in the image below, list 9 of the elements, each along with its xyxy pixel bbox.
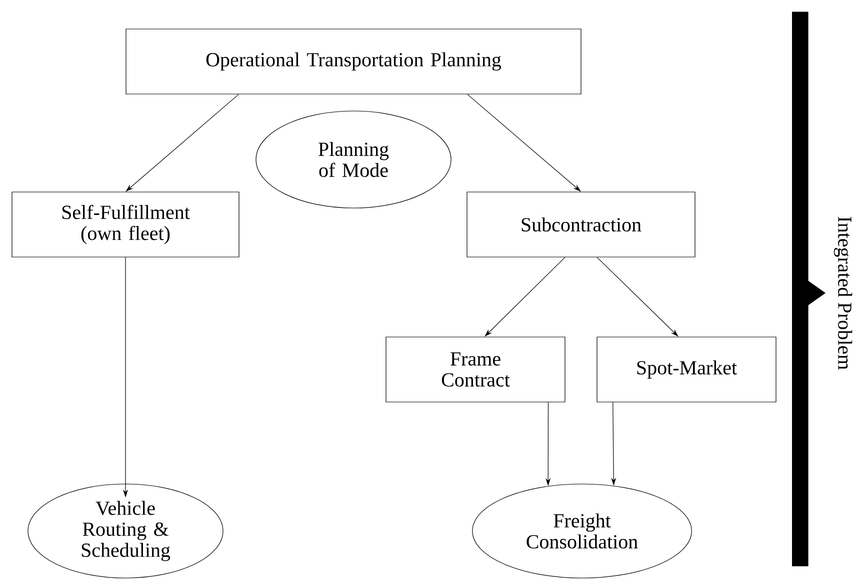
process-box: Self-Fulfillment (own fleet) xyxy=(12,192,240,258)
process-box: Subcontraction xyxy=(466,192,696,258)
process-box: Frame Contract xyxy=(386,336,566,402)
oval-node: Planning of Mode xyxy=(256,110,452,208)
oval-node: Freight Consolidation xyxy=(472,484,692,578)
process-box: Operational Transportation Planning xyxy=(126,28,582,94)
bracket-label: Integrated Problem xyxy=(834,216,852,370)
process-box: Spot-Market xyxy=(596,336,776,402)
oval-node: Vehicle Routing & Scheduling xyxy=(28,484,224,578)
